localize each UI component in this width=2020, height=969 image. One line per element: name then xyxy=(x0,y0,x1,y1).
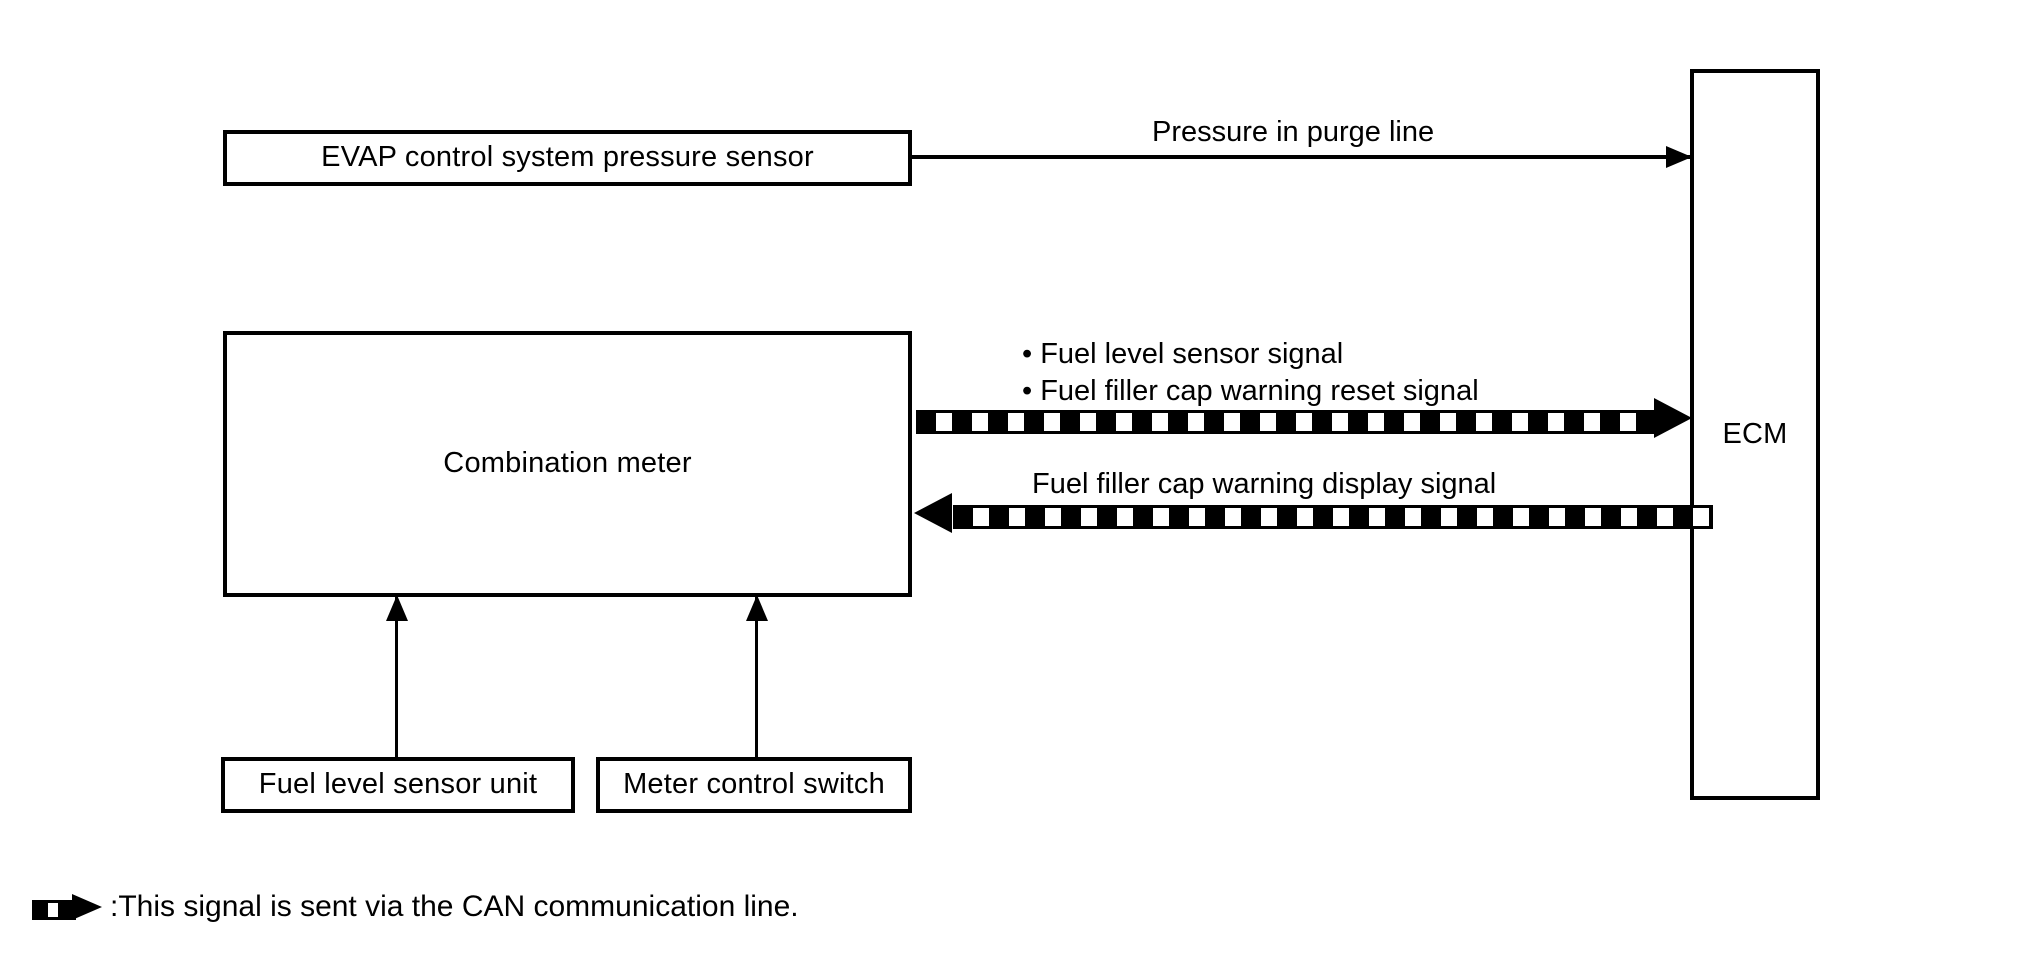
legend: :This signal is sent via the CAN communi… xyxy=(32,890,799,923)
can-line-ecm-to-meter xyxy=(953,505,1713,529)
can-line-arrow-icon-bar xyxy=(32,899,76,920)
block-label-combination-meter: Combination meter xyxy=(443,447,692,480)
signal-label-pressure-in-purge-line: Pressure in purge line xyxy=(1152,116,1435,148)
signal-bullet-fuel-filler-cap-warning-reset-signal: • Fuel filler cap warning reset signal xyxy=(1022,375,1479,408)
can-arrowhead-to-ecm xyxy=(1654,398,1692,438)
arrow-evap-to-ecm xyxy=(912,155,1690,159)
signal-bullet-fuel-level-sensor-signal: • Fuel level sensor signal xyxy=(1022,338,1344,370)
can-line-arrow-icon xyxy=(32,893,102,920)
block-label-evap-sensor: EVAP control system pressure sensor xyxy=(321,141,814,174)
block-label-fuel-level-sensor-unit: Fuel level sensor unit xyxy=(258,768,538,801)
block-meter-control-switch: Meter control switch xyxy=(596,757,912,813)
arrow-meter-control-switch-to-meter xyxy=(755,597,758,757)
can-line-meter-to-ecm xyxy=(916,410,1656,434)
signal-label-can-to-ecm: • Fuel level sensor signal • Fuel filler… xyxy=(1022,336,1479,410)
block-combination-meter: Combination meter xyxy=(223,331,912,597)
block-evap-control-system-pressure-sensor: EVAP control system pressure sensor xyxy=(223,130,912,186)
can-arrowhead-to-meter xyxy=(914,493,952,533)
arrow-fuel-level-sensor-to-meter xyxy=(395,597,398,757)
legend-text: :This signal is sent via the CAN communi… xyxy=(110,890,799,923)
block-label-ecm: ECM xyxy=(1722,417,1788,450)
block-label-meter-control-switch: Meter control switch xyxy=(623,768,885,801)
block-ecm: ECM xyxy=(1690,69,1820,800)
block-fuel-level-sensor-unit: Fuel level sensor unit xyxy=(221,757,575,813)
signal-label-can-from-ecm: Fuel filler cap warning display signal xyxy=(1032,468,1497,500)
can-line-arrow-icon-head xyxy=(72,893,102,920)
